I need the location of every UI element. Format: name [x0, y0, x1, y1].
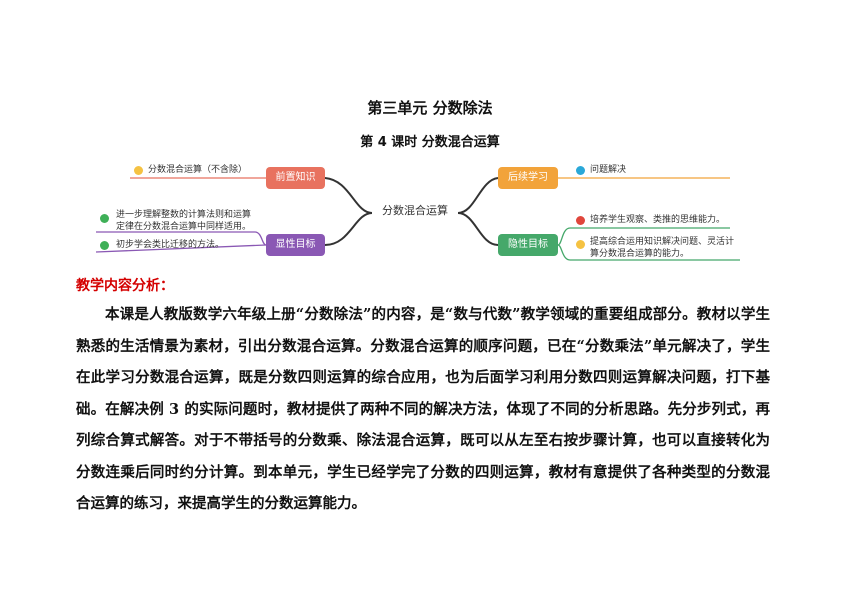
node-implicit-goals: 隐性目标	[498, 234, 558, 256]
leaf-follow-up: 问题解决	[590, 165, 627, 175]
smile-icon	[134, 166, 143, 175]
page-subtitle: 第 4 课时 分数混合运算	[360, 135, 500, 150]
leaf-implicit-goal-2-line1: 提高综合运用知识解决问题、灵活计	[590, 237, 735, 247]
check-icon	[100, 214, 109, 223]
leaf-explicit-goal-2: 初步学会类比迁移的方法。	[116, 240, 225, 250]
leaf-explicit-goal-1-line2: 定律在分数混合运算中同样适用。	[116, 222, 252, 232]
medal-icon	[576, 240, 585, 249]
leaf-implicit-goal-1: 培养学生观察、类推的思维能力。	[590, 215, 726, 225]
section-heading-analysis: 教学内容分析：	[76, 278, 174, 294]
node-follow-up-learning: 后续学习	[498, 167, 558, 189]
star-icon	[576, 166, 585, 175]
leaf-explicit-goal-1: 进一步理解整数的计算法则和运算 定律在分数混合运算中同样适用。	[116, 209, 251, 233]
analysis-paragraph: 本课是人教版数学六年级上册“分数除法”的内容，是“数与代数”教学领域的重要组成部…	[76, 306, 770, 512]
leaf-prior-knowledge: 分数混合运算（不含除）	[148, 165, 248, 175]
mindmap-connectors	[95, 177, 740, 261]
leaf-implicit-goal-2-line2: 算分数混合运算的能力。	[590, 249, 690, 259]
page-title: 第三单元 分数除法	[367, 99, 493, 117]
node-explicit-goals: 显性目标	[266, 234, 325, 256]
leaf-implicit-goal-2: 提高综合运用知识解决问题、灵活计 算分数混合运算的能力。	[590, 236, 734, 260]
check-icon	[100, 241, 109, 250]
flag-icon	[576, 216, 585, 225]
mindmap-center-node: 分数混合运算	[382, 204, 448, 217]
node-prior-knowledge: 前置知识	[266, 167, 325, 189]
leaf-explicit-goal-1-line1: 进一步理解整数的计算法则和运算	[116, 210, 252, 220]
